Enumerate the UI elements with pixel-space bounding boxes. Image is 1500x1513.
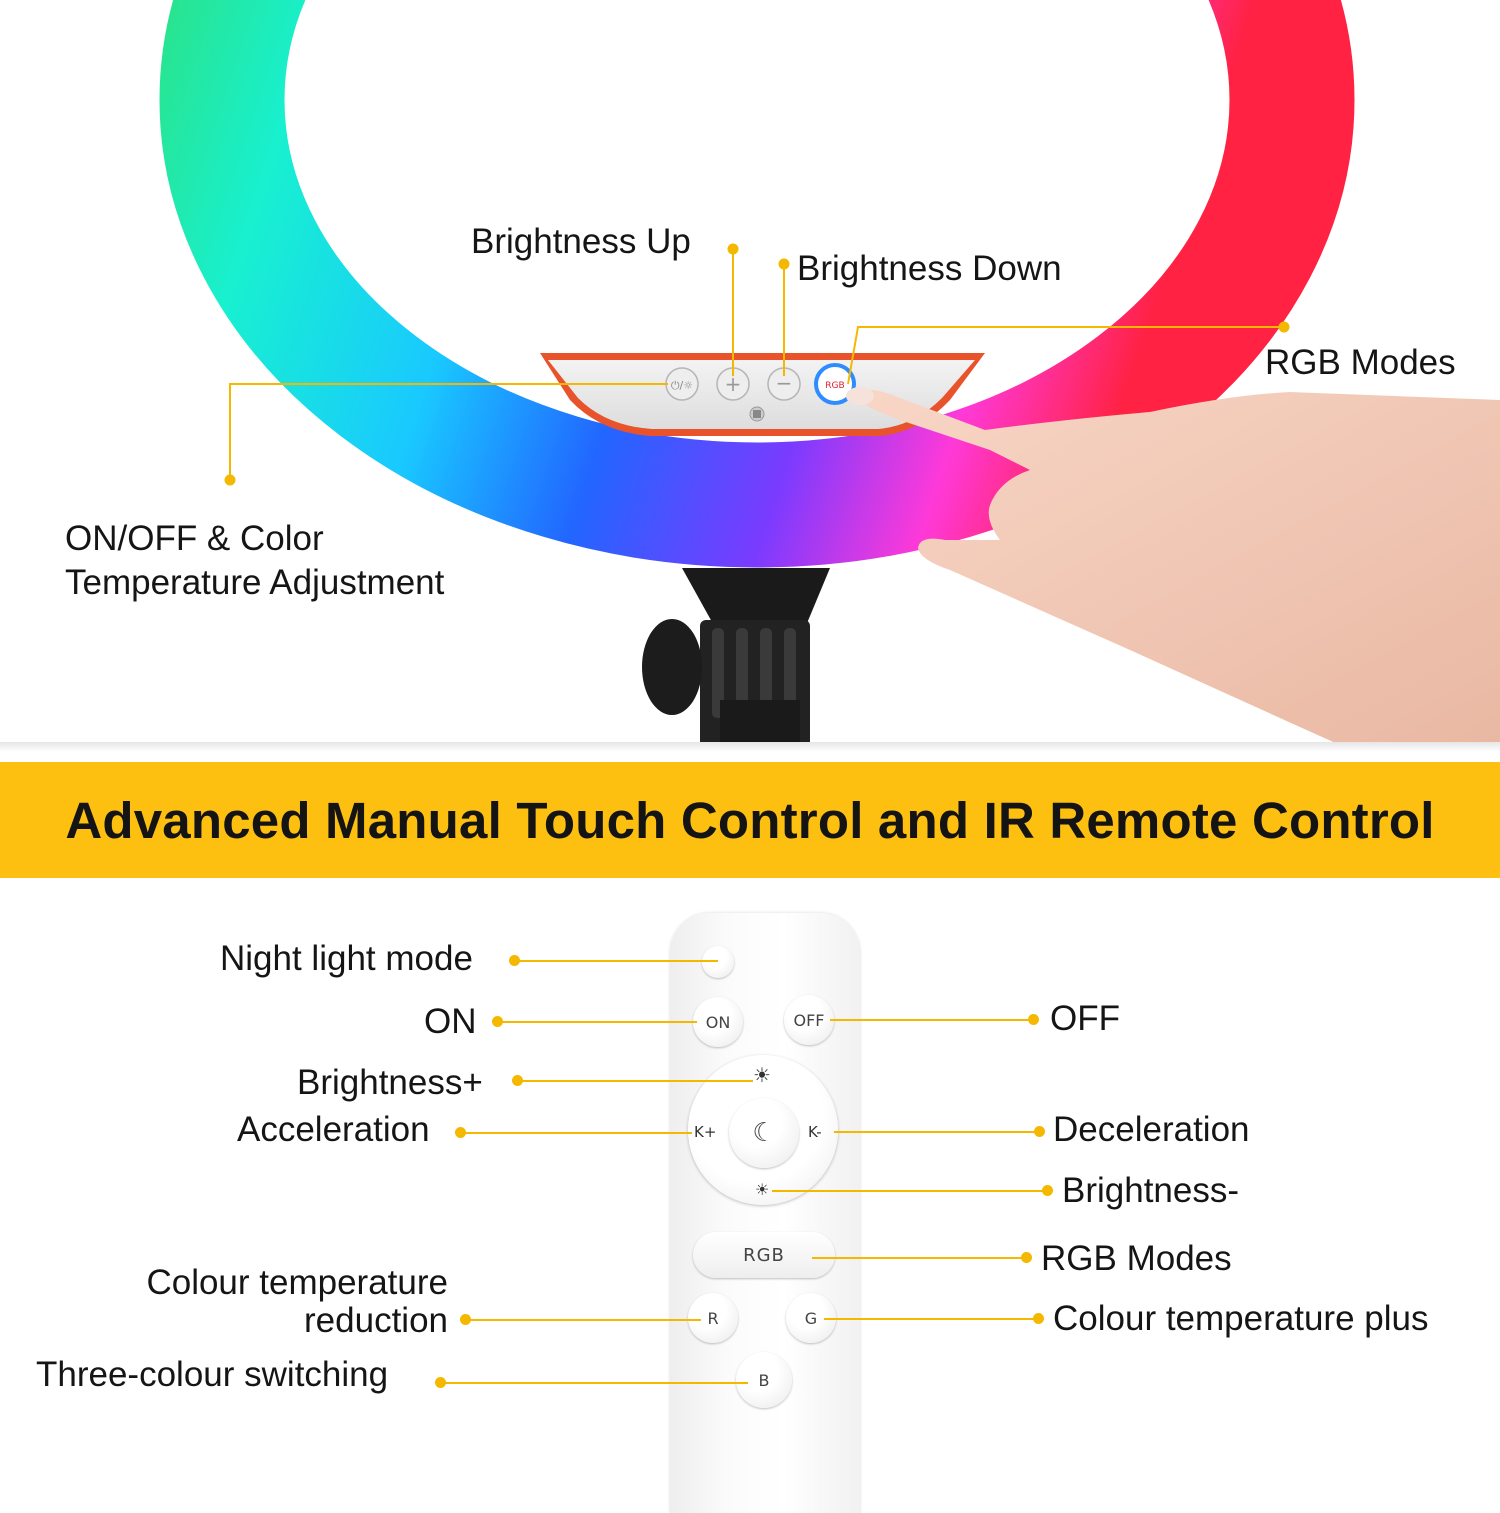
ring-light-illustration: ⏻/☼ + − RGB Brightness Up Bright <box>65 0 1500 750</box>
label-rgb-modes-panel: RGB Modes <box>1265 343 1456 382</box>
remote-b-button[interactable]: B <box>736 1352 792 1408</box>
hand-image <box>850 389 1500 745</box>
fingernail <box>846 387 874 405</box>
label-acceleration: Acceleration <box>237 1110 430 1149</box>
k-minus-button[interactable]: K- <box>808 1123 822 1141</box>
label-rgb-modes-remote: RGB Modes <box>1041 1239 1232 1278</box>
power-ct-button[interactable]: ⏻/☼ <box>665 367 699 401</box>
label-on-off-line1: ON/OFF & Color <box>65 519 324 558</box>
label-brightness-minus: Brightness- <box>1062 1171 1240 1210</box>
section-divider <box>0 742 1500 752</box>
banner-title: Advanced Manual Touch Control and IR Rem… <box>65 791 1435 849</box>
remote-on-button[interactable]: ON <box>693 997 743 1047</box>
label-ct-plus: Colour temperature plus <box>1053 1299 1429 1338</box>
svg-text:RGB: RGB <box>825 381 844 391</box>
label-deceleration: Deceleration <box>1053 1110 1250 1149</box>
label-ct-reduction-line2: reduction <box>304 1301 448 1340</box>
label-ct-reduction-line1: Colour temperature <box>146 1263 448 1302</box>
label-night-light: Night light mode <box>220 939 473 978</box>
label-on: ON <box>424 1002 477 1041</box>
label-three-colour: Three-colour switching <box>36 1355 389 1394</box>
label-brightness-up: Brightness Up <box>471 222 691 261</box>
ir-sensor-icon <box>749 406 765 422</box>
k-plus-button[interactable]: K+ <box>694 1123 717 1141</box>
svg-text:+: + <box>725 372 742 396</box>
panel-rgb-button[interactable]: RGB <box>814 363 856 405</box>
remote-rgb-button[interactable]: RGB <box>693 1232 835 1278</box>
ir-remote <box>670 913 860 1513</box>
brightness-minus-icon[interactable]: ☀ <box>755 1180 770 1199</box>
knob <box>642 619 702 715</box>
panel-minus-button[interactable]: − <box>767 367 801 401</box>
title-banner: Advanced Manual Touch Control and IR Rem… <box>0 762 1500 878</box>
label-brightness-plus: Brightness+ <box>297 1063 483 1102</box>
label-brightness-down: Brightness Down <box>797 249 1062 288</box>
label-off: OFF <box>1050 999 1120 1038</box>
remote-off-button[interactable]: OFF <box>784 995 834 1045</box>
moon-icon[interactable]: ☾ <box>729 1098 799 1168</box>
night-light-button[interactable] <box>702 946 734 978</box>
remote-r-button[interactable]: R <box>688 1293 738 1343</box>
rgb-ring <box>159 0 1355 568</box>
control-panel <box>548 360 975 429</box>
svg-text:−: − <box>776 371 793 395</box>
ring-light-graphic: ⏻/☼ + − RGB <box>159 0 1500 750</box>
svg-text:⏻/☼: ⏻/☼ <box>671 379 693 392</box>
brightness-plus-icon[interactable]: ☀ <box>753 1063 771 1087</box>
label-on-off-line2: Temperature Adjustment <box>65 563 445 602</box>
